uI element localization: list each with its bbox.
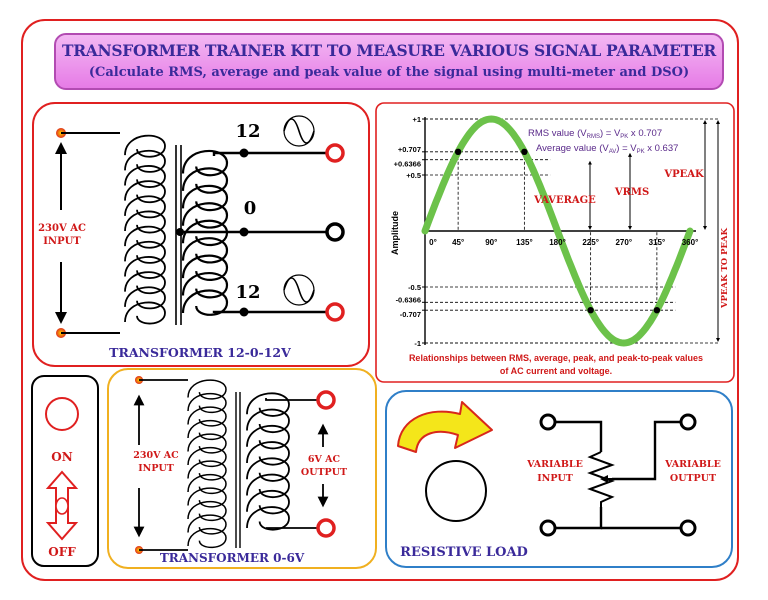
load-terminal-br[interactable] (679, 519, 697, 537)
power-indicator-lamp (45, 397, 79, 431)
transformer-12-caption: TRANSFORMER 12-0-12V (109, 345, 291, 360)
tap-label-top: 12 (235, 121, 260, 142)
resistor-zigzag (587, 451, 615, 507)
y-tick-label: +0.6366 (394, 160, 421, 169)
variable-input-label-2: INPUT (537, 473, 573, 484)
switch-on-label: ON (51, 450, 72, 464)
ac-symbol-icon-top (283, 115, 315, 147)
input6-label-2: INPUT (138, 463, 174, 474)
outer-frame (21, 19, 739, 581)
x-tick-label: 315° (649, 238, 666, 247)
rms-point-135 (521, 148, 528, 156)
title-banner: TRANSFORMER TRAINER KIT TO MEASURE VARIO… (54, 33, 724, 90)
label-vaverage: VAVERAGE (533, 195, 596, 206)
resistive-load-panel: VARIABLE INPUT VARIABLE OUTPUT RESISTIVE… (385, 390, 733, 568)
primary-coil-12 (124, 134, 166, 325)
tap-label-bottom: 12 (235, 282, 260, 303)
tap-label-mid: 0 (244, 198, 257, 219)
load-terminal-tl[interactable] (539, 413, 557, 431)
resistive-load-caption: RESISTIVE LOAD (400, 545, 528, 560)
y-tick-label: -1 (414, 339, 421, 348)
x-tick-label: 270° (615, 238, 632, 247)
output6-label-2: OUTPUT (301, 467, 347, 478)
input-label-2: INPUT (43, 236, 81, 247)
power-switch-panel: ON OFF (31, 375, 99, 567)
secondary-coil-6 (246, 392, 290, 531)
y-axis-label: Amplitude (390, 211, 400, 255)
variable-input-label-1: VARIABLE (526, 459, 583, 470)
ac-symbol-icon-bottom (283, 274, 315, 306)
page-title: TRANSFORMER TRAINER KIT TO MEASURE VARIO… (61, 41, 716, 60)
sine-series-line (421, 115, 694, 347)
load-terminal-bl[interactable] (539, 519, 557, 537)
x-tick-label: 90° (485, 238, 497, 247)
x-tick-label: 135° (516, 238, 533, 247)
waveform-caption-1: Relationships between RMS, average, peak… (409, 353, 703, 363)
switch-off-label: OFF (48, 545, 76, 559)
y-tick-label: +0.5 (406, 171, 421, 180)
waveform-caption-2: of AC current and voltage. (500, 366, 612, 376)
rms-point-315 (653, 306, 661, 314)
average-formula: Average value (VAV) = VPK x 0.637 (536, 143, 678, 155)
label-vpeak: VPEAK (663, 169, 704, 180)
waveform-panel: +1 +0.707 +0.6366 +0.5 -0.5 -0.6366 -0.707 -1 0°… (375, 102, 735, 383)
output-terminal-6v-bottom[interactable] (316, 518, 336, 538)
rms-formula: RMS value (VRMS) = VPK x 0.707 (528, 128, 662, 140)
output-terminal-6v-top[interactable] (316, 390, 336, 410)
y-tick-label: -0.6366 (396, 295, 421, 304)
y-tick-label: +0.707 (398, 145, 421, 154)
label-vpeak-to-peak: VPEAK TO PEAK (720, 227, 730, 309)
output-terminal-12-bottom[interactable] (325, 302, 345, 322)
x-tick-label: 180° (549, 238, 566, 247)
transformer-6-caption: TRANSFORMER 0-6V (160, 551, 305, 565)
y-tick-label: +1 (412, 115, 421, 124)
x-tick-label: 360° (682, 238, 699, 247)
y-tick-label: -0.5 (408, 283, 421, 292)
output6-label-1: 6V AC (308, 454, 341, 465)
variable-output-label-1: VARIABLE (664, 459, 721, 470)
output-terminal-0[interactable] (325, 222, 345, 242)
input6-label-1: 230V AC (133, 450, 179, 461)
label-vrms: VRMS (614, 187, 649, 198)
load-terminal-tr[interactable] (679, 413, 697, 431)
variable-output-label-2: OUTPUT (670, 473, 716, 484)
input-label-1: 230V AC (38, 223, 86, 234)
transformer-0-6-panel: 230V AC INPUT 6V AC OUTPUT TRANSFORMER 0… (107, 368, 377, 569)
rms-point-45 (454, 148, 462, 156)
rms-point-225 (587, 306, 594, 314)
page-subtitle: (Calculate RMS, average and peak value o… (88, 65, 690, 80)
primary-coil-6 (187, 379, 227, 549)
transformer-12-0-12-panel: 230V AC INPUT 12 0 12 TRANSFORMER 12-0-1… (32, 102, 370, 367)
toggle-switch-icon[interactable] (45, 470, 79, 541)
rotate-knob-arrow-icon (397, 401, 493, 453)
potentiometer-knob[interactable] (425, 460, 487, 522)
x-tick-label: 45° (452, 238, 464, 247)
x-tick-label: 225° (582, 238, 599, 247)
output-terminal-12-top[interactable] (325, 143, 345, 163)
y-tick-label: -0.707 (400, 310, 421, 319)
sine-wave-chart: +1 +0.707 +0.6366 +0.5 -0.5 -0.6366 -0.707 -1 0°… (394, 115, 720, 348)
x-tick-label: 0° (429, 238, 437, 247)
